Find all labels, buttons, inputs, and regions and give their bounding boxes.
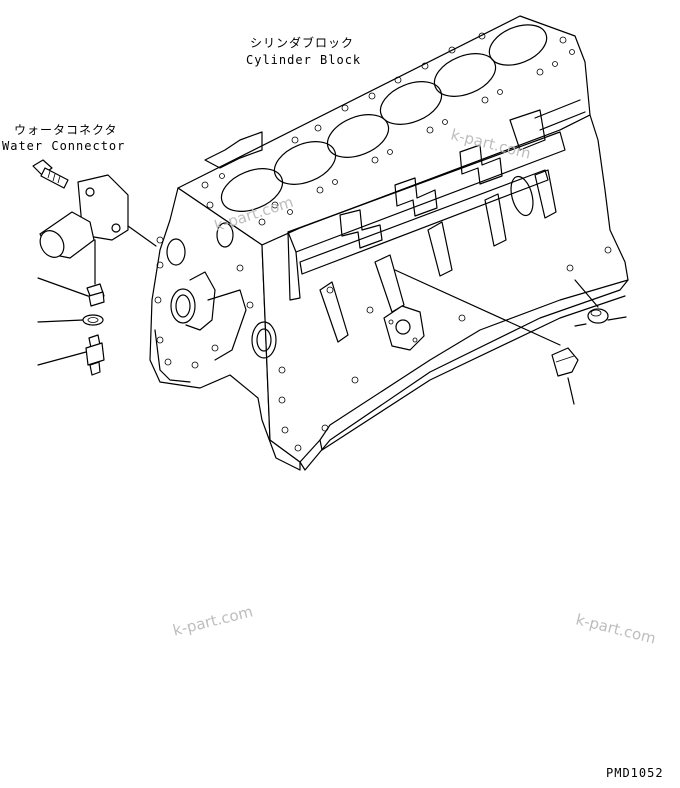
cylinder-block-label-jp: シリンダブロック xyxy=(250,36,355,50)
cylinder-bore-5 xyxy=(433,53,497,97)
plug xyxy=(86,283,105,307)
block-sensor xyxy=(551,347,579,377)
o-ring xyxy=(82,314,104,326)
cylinder-bore-3 xyxy=(326,114,390,158)
cylinder-block-label: Cylinder Block xyxy=(246,53,362,67)
water-connector-label: Water Connector xyxy=(2,139,126,153)
front-face-holes xyxy=(154,236,612,452)
cylinder-block xyxy=(149,15,629,471)
water-connector-assembly xyxy=(32,159,129,376)
cylinder-bore-6 xyxy=(488,24,548,66)
deck-holes xyxy=(201,32,575,226)
leader-lines xyxy=(37,225,627,405)
front-face-bore-b xyxy=(251,321,277,359)
front-face-bore-a xyxy=(170,288,196,324)
cylinder-bore-1 xyxy=(220,168,284,212)
cylinder-bore-4 xyxy=(379,81,443,125)
cover-plate xyxy=(383,305,425,351)
cylinder-bore-2 xyxy=(273,141,337,185)
water-connector-label-jp: ウォータコネクタ xyxy=(14,123,118,137)
sensor xyxy=(85,334,105,376)
water-connector xyxy=(39,174,129,259)
block-plug xyxy=(587,308,609,324)
connector-bolt xyxy=(32,159,69,189)
drawing-code: PMD1052 xyxy=(606,766,664,780)
